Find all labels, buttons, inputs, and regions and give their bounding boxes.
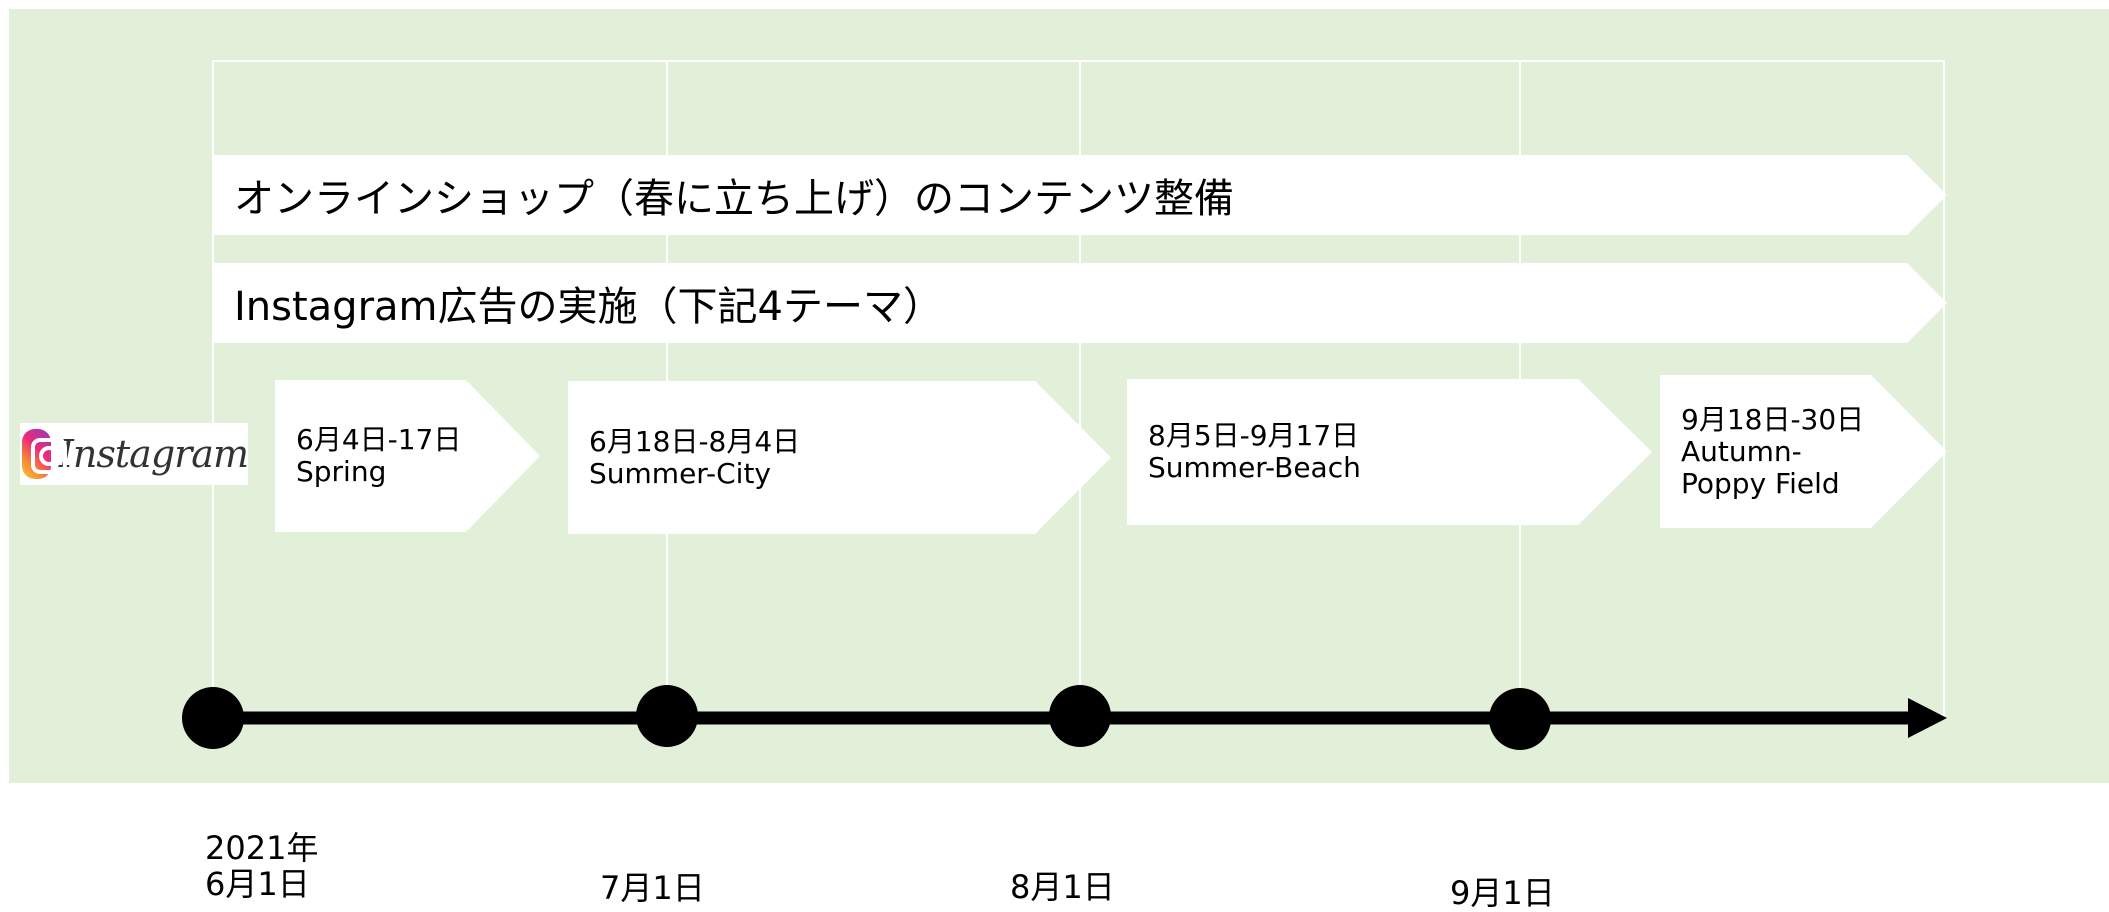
phase-dates: 9月18日-30日 <box>1681 402 1865 436</box>
instagram-ads-banner-text: Instagram広告の実施（下記4テーマ） <box>234 284 943 330</box>
timeline-marker-june <box>182 687 244 749</box>
phase-theme-line2: Poppy Field <box>1681 466 1840 500</box>
online-shop-banner: オンラインショップ（春に立ち上げ）のコンテンツ整備 <box>212 155 1947 235</box>
phase-summer-city: 6月18日-8月4日 Summer-City <box>568 381 1111 534</box>
gridline-august <box>1079 60 1081 716</box>
instagram-ads-banner: Instagram広告の実施（下記4テーマ） <box>212 263 1947 343</box>
phase-theme: Summer-Beach <box>1148 451 1361 484</box>
timeline-marker-september <box>1489 688 1551 750</box>
timeline-marker-august <box>1049 685 1111 747</box>
online-shop-banner-text: オンラインショップ（春に立ち上げ）のコンテンツ整備 <box>234 176 1234 222</box>
phase-theme: Spring <box>296 455 387 488</box>
date-label-september: 9月1日 <box>1450 874 1555 912</box>
phase-dates: 8月5日-9月17日 <box>1148 419 1360 452</box>
instagram-icon <box>22 429 67 479</box>
date-label-year: 2021年 <box>205 829 319 867</box>
phase-dates: 6月18日-8月4日 <box>589 424 801 458</box>
date-label-june: 2021年 6月1日 <box>205 830 318 902</box>
phase-dates: 6月4日-17日 <box>296 423 462 456</box>
instagram-logo-text: Instagram <box>58 432 249 476</box>
timeline-arrowhead <box>1908 698 1947 738</box>
phase-theme: Summer-City <box>589 456 771 490</box>
date-label-july: 7月1日 <box>600 869 705 907</box>
instagram-logo: Instagram <box>20 423 249 485</box>
timeline-marker-july <box>636 685 698 747</box>
date-label-date: 6月1日 <box>205 865 310 903</box>
phase-theme: Autumn- <box>1681 434 1802 468</box>
phase-summer-beach: 8月5日-9月17日 Summer-Beach <box>1127 379 1652 525</box>
date-label-august: 8月1日 <box>1010 868 1115 906</box>
